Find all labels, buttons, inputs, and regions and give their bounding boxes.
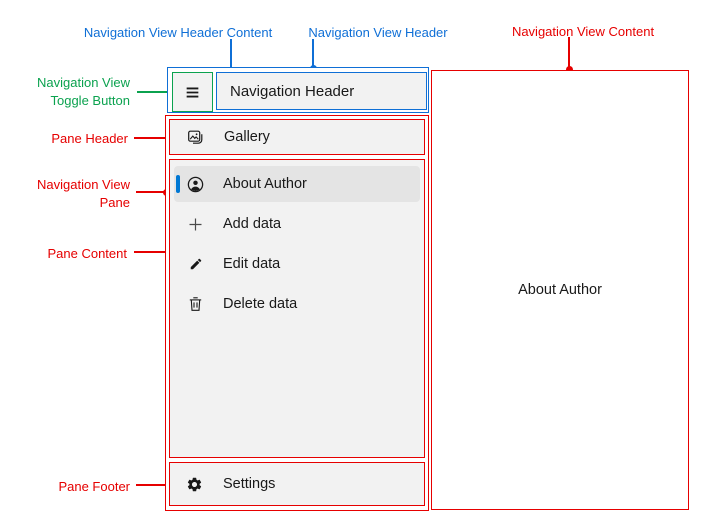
nav-item-label: Add data xyxy=(223,216,282,232)
contact-icon xyxy=(187,176,204,193)
nav-item-label: About Author xyxy=(223,176,307,192)
settings-icon xyxy=(186,476,203,493)
gallery-icon xyxy=(187,129,204,146)
callout-line-header xyxy=(312,39,314,68)
pane-header-item[interactable]: Gallery xyxy=(169,119,425,155)
callout-line-pane xyxy=(136,191,166,193)
callout-pane-footer-label: Pane Footer xyxy=(58,479,130,494)
edit-icon xyxy=(187,257,204,271)
navigation-view-header-content: Navigation Header xyxy=(216,72,427,110)
callout-line-pane-header xyxy=(134,137,181,139)
selection-indicator xyxy=(176,175,180,193)
delete-icon xyxy=(187,296,204,312)
callout-line-pane-content xyxy=(134,251,186,253)
header-text: Navigation Header xyxy=(230,82,355,100)
nav-item-about-author[interactable]: About Author xyxy=(174,166,420,202)
add-icon xyxy=(187,217,204,232)
nav-item-label: Edit data xyxy=(223,256,281,272)
callout-header-content-label: Navigation View Header Content xyxy=(83,25,273,40)
nav-item-label: Delete data xyxy=(223,296,298,312)
callout-line-header-content xyxy=(230,39,232,79)
nav-item-edit-data[interactable]: Edit data xyxy=(174,246,420,282)
callout-line-toggle-button xyxy=(137,91,180,93)
callout-line-content xyxy=(568,37,570,69)
callout-pane-header-label: Pane Header xyxy=(51,131,128,146)
pane-footer-label: Settings xyxy=(223,476,276,492)
nav-item-add-data[interactable]: Add data xyxy=(174,206,420,242)
content-text: About Author xyxy=(518,282,602,298)
hamburger-icon xyxy=(184,84,201,101)
callout-pane-label: Navigation View Pane xyxy=(37,177,130,210)
pane-toggle-button[interactable] xyxy=(172,72,213,112)
pane-header-label: Gallery xyxy=(224,129,270,145)
pane-content: About Author Add data Edit data xyxy=(169,159,425,458)
navigation-view-content: About Author xyxy=(431,70,689,510)
callout-content-label: Navigation View Content xyxy=(511,24,655,39)
callout-pane-content-label: Pane Content xyxy=(47,246,127,261)
nav-item-delete-data[interactable]: Delete data xyxy=(174,286,420,322)
callout-header-label: Navigation View Header xyxy=(308,25,448,40)
callout-toggle-button-label: Navigation View Toggle Button xyxy=(37,75,130,108)
callout-line-pane-footer xyxy=(136,484,185,486)
callout-dot-content xyxy=(565,65,573,73)
pane-footer-settings-item[interactable]: Settings xyxy=(169,462,425,506)
